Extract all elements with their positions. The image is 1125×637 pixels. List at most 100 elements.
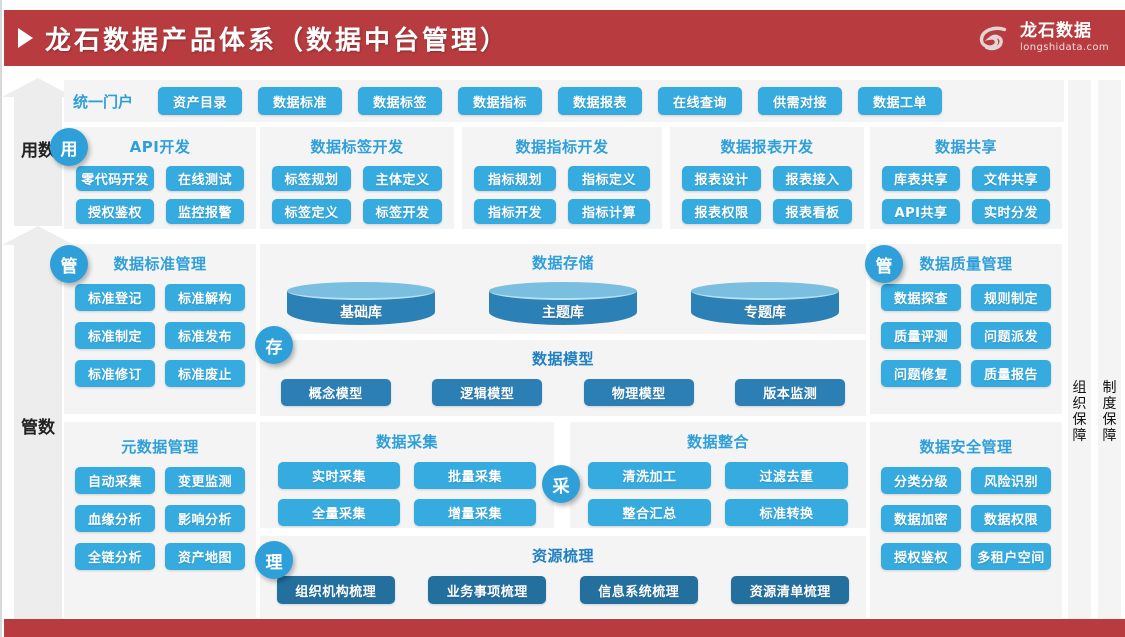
logo-text-en: longshidata.com	[1020, 42, 1109, 53]
btn-report-access[interactable]: 报表接入	[773, 166, 852, 191]
btn-info-system-arrange[interactable]: 信息系统梳理	[579, 576, 698, 604]
panel-data-share: 数据共享 库表共享 文件共享 API共享 实时分发	[870, 127, 1062, 229]
cylinder-base-db[interactable]: 基础库	[287, 282, 435, 328]
btn-asset-map[interactable]: 资产地图	[165, 543, 245, 570]
btn-api-share[interactable]: API共享	[882, 199, 960, 224]
btn-physical-model[interactable]: 物理模型	[583, 379, 694, 406]
btn-report-dashboard[interactable]: 报表看板	[773, 199, 852, 224]
btn-auth-verify-security[interactable]: 授权鉴权	[881, 543, 961, 570]
cylinder-top-icon	[287, 282, 435, 300]
portal-button-supply-demand[interactable]: 供需对接	[758, 87, 842, 115]
cylinder-cap-icon	[287, 296, 435, 304]
btn-table-share[interactable]: 库表共享	[882, 166, 960, 191]
portal-button-online-query[interactable]: 在线查询	[658, 87, 742, 115]
panel-data-share-title: 数据共享	[934, 138, 997, 156]
btn-integrate-summary[interactable]: 整合汇总	[588, 499, 711, 526]
column-org-guarantee: 组织保障	[1068, 80, 1091, 625]
cylinder-topic-db[interactable]: 专题库	[691, 282, 839, 328]
column-org-guarantee-label: 组织保障	[1072, 380, 1087, 444]
column-system-guarantee-label: 制度保障	[1102, 380, 1117, 444]
btn-data-探查[interactable]: 数据探查	[881, 284, 961, 311]
btn-indicator-define[interactable]: 指标定义	[568, 166, 650, 191]
arrow-manage-label: 管数	[21, 418, 55, 438]
logo-text-cn: 龙石数据	[1020, 21, 1093, 41]
panel-data-quality-title: 数据质量管理	[919, 255, 1013, 273]
btn-rule-formulate[interactable]: 规则制定	[971, 284, 1051, 311]
btn-tag-dev[interactable]: 标签开发	[363, 199, 442, 224]
btn-org-structure-arrange[interactable]: 组织机构梳理	[276, 576, 395, 604]
badge-manage-left: 管	[50, 245, 88, 283]
btn-indicator-dev[interactable]: 指标开发	[474, 199, 556, 224]
btn-quality-evaluate[interactable]: 质量评测	[881, 322, 961, 349]
btn-data-permission[interactable]: 数据权限	[971, 505, 1051, 532]
btn-resource-list-arrange[interactable]: 资源清单梳理	[731, 576, 850, 604]
btn-realtime-distribute[interactable]: 实时分发	[972, 199, 1050, 224]
cylinder-subject-db[interactable]: 主题库	[489, 282, 637, 328]
btn-filter-dedup[interactable]: 过滤去重	[725, 462, 848, 489]
btn-auto-collect[interactable]: 自动采集	[75, 467, 155, 494]
btn-realtime-collect[interactable]: 实时采集	[278, 462, 400, 489]
btn-full-chain-analysis[interactable]: 全链分析	[75, 543, 155, 570]
btn-standard-revise[interactable]: 标准修订	[75, 360, 155, 387]
btn-zero-code-dev[interactable]: 零代码开发	[76, 166, 154, 191]
portal-button-data-standard[interactable]: 数据标准	[258, 87, 342, 115]
btn-file-share[interactable]: 文件共享	[972, 166, 1050, 191]
btn-lineage-analysis[interactable]: 血缘分析	[75, 505, 155, 532]
btn-clean-process[interactable]: 清洗加工	[588, 462, 711, 489]
portal-row-label: 统一门户	[72, 92, 133, 111]
btn-risk-identify[interactable]: 风险识别	[971, 467, 1051, 494]
btn-quality-report[interactable]: 质量报告	[971, 360, 1051, 387]
portal-button-asset-catalog[interactable]: 资产目录	[158, 87, 242, 115]
btn-standard-deconstruct[interactable]: 标准解构	[165, 284, 245, 311]
panel-data-security-mgmt: 数据安全管理 分类分级 风险识别 数据加密 数据权限 授权鉴权 多租户空间	[870, 422, 1062, 618]
portal-button-work-order[interactable]: 数据工单	[858, 87, 942, 115]
btn-multi-tenant-space[interactable]: 多租户空间	[971, 543, 1051, 570]
btn-standard-convert[interactable]: 标准转换	[725, 499, 848, 526]
panel-tag-dev: 数据标签开发 标签规划 主体定义 标签定义 标签开发	[260, 127, 454, 229]
btn-standard-register[interactable]: 标准登记	[75, 284, 155, 311]
btn-version-monitor[interactable]: 版本监测	[735, 379, 846, 406]
btn-online-test[interactable]: 在线测试	[166, 166, 244, 191]
arrow-use-label: 用数	[21, 141, 55, 161]
panel-data-model: 数据模型 概念模型 逻辑模型 物理模型 版本监测	[260, 340, 866, 416]
btn-business-item-arrange[interactable]: 业务事项梳理	[428, 576, 547, 604]
panel-indicator-dev: 数据指标开发 指标规划 指标定义 指标开发 指标计算	[462, 127, 662, 229]
btn-monitor-alarm[interactable]: 监控报警	[166, 199, 244, 224]
btn-tag-define[interactable]: 标签定义	[272, 199, 351, 224]
btn-impact-analysis[interactable]: 影响分析	[165, 505, 245, 532]
cylinder-cap-icon	[489, 296, 637, 304]
btn-indicator-plan[interactable]: 指标规划	[474, 166, 556, 191]
portal-button-data-report[interactable]: 数据报表	[558, 87, 642, 115]
btn-subject-define[interactable]: 主体定义	[363, 166, 442, 191]
badge-manage-right: 管	[865, 245, 903, 283]
badge-store: 存	[255, 326, 293, 364]
btn-standard-publish[interactable]: 标准发布	[165, 322, 245, 349]
column-system-guarantee: 制度保障	[1098, 80, 1121, 625]
play-triangle-icon	[18, 28, 33, 48]
cylinder-cap-icon	[691, 296, 839, 304]
btn-auth-verify[interactable]: 授权鉴权	[76, 199, 154, 224]
btn-full-collect[interactable]: 全量采集	[278, 499, 400, 526]
btn-tag-plan[interactable]: 标签规划	[272, 166, 351, 191]
btn-standard-abolish[interactable]: 标准废止	[165, 360, 245, 387]
btn-indicator-calc[interactable]: 指标计算	[568, 199, 650, 224]
panel-report-dev-title: 数据报表开发	[720, 138, 814, 156]
panel-data-model-title: 数据模型	[531, 350, 594, 368]
btn-report-design[interactable]: 报表设计	[682, 166, 761, 191]
btn-logical-model[interactable]: 逻辑模型	[432, 379, 543, 406]
panel-metadata-mgmt: 元数据管理 自动采集 变更监测 血缘分析 影响分析 全链分析 资产地图	[64, 422, 256, 618]
btn-report-permission[interactable]: 报表权限	[682, 199, 761, 224]
portal-button-data-tag[interactable]: 数据标签	[358, 87, 442, 115]
badge-arrange: 理	[255, 541, 293, 579]
btn-issue-repair[interactable]: 问题修复	[881, 360, 961, 387]
btn-incremental-collect[interactable]: 增量采集	[414, 499, 536, 526]
btn-standard-formulate[interactable]: 标准制定	[75, 322, 155, 349]
btn-issue-dispatch[interactable]: 问题派发	[971, 322, 1051, 349]
btn-conceptual-model[interactable]: 概念模型	[280, 379, 391, 406]
btn-classification-grading[interactable]: 分类分级	[881, 467, 961, 494]
btn-data-encrypt[interactable]: 数据加密	[881, 505, 961, 532]
btn-change-monitor[interactable]: 变更监测	[165, 467, 245, 494]
portal-button-data-indicator[interactable]: 数据指标	[458, 87, 542, 115]
btn-batch-collect[interactable]: 批量采集	[414, 462, 536, 489]
